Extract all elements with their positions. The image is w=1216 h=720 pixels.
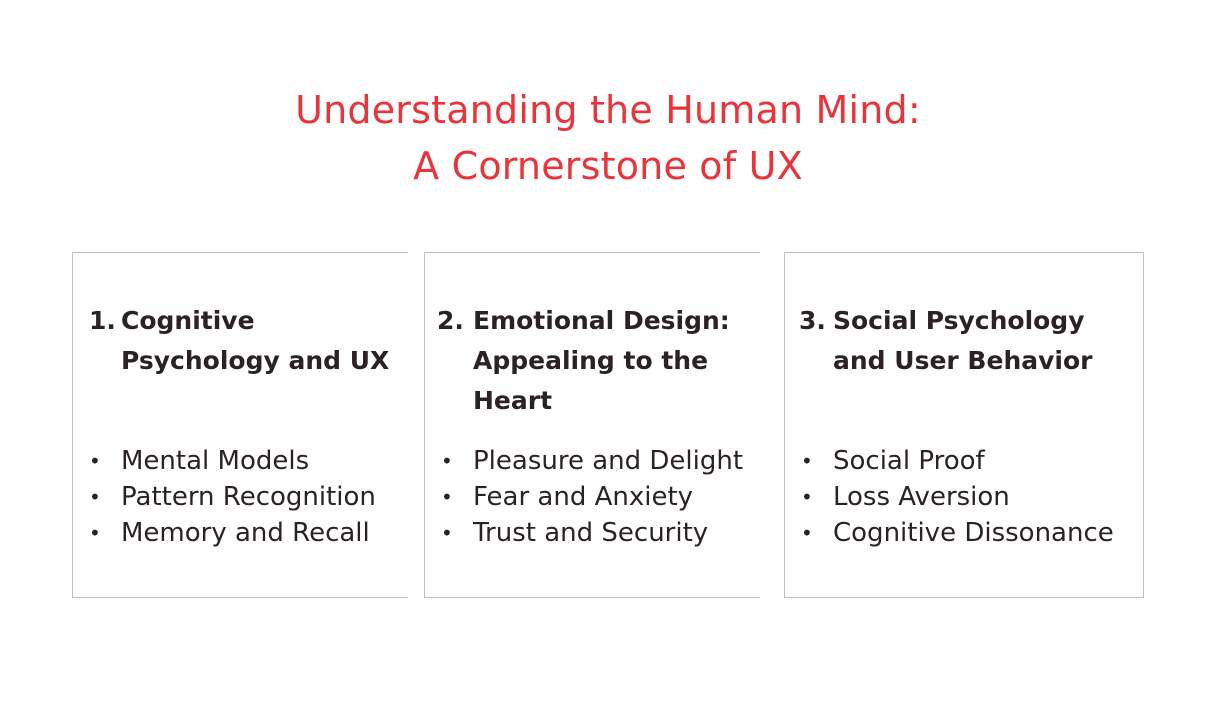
bullet-icon: • (441, 521, 453, 545)
bullet-icon: • (801, 485, 813, 509)
bullet-icon: • (89, 485, 101, 509)
card-list: •Social Proof •Loss Aversion •Cognitive … (801, 443, 1114, 551)
title-line-1: Understanding the Human Mind: (295, 88, 921, 132)
list-item: •Fear and Anxiety (441, 479, 743, 515)
bullet-icon: • (89, 449, 101, 473)
card-list: •Pleasure and Delight •Fear and Anxiety … (441, 443, 743, 551)
card-social-psychology: 3. Social Psychology and User Behavior •… (784, 252, 1144, 598)
list-item: •Mental Models (89, 443, 376, 479)
title-line-2: A Cornerstone of UX (413, 144, 803, 188)
card-heading: Social Psychology and User Behavior (833, 306, 1093, 375)
bullet-icon: • (441, 485, 453, 509)
card-number: 2. (437, 306, 464, 335)
bullet-icon: • (89, 521, 101, 545)
bullet-icon: • (801, 449, 813, 473)
list-item: •Memory and Recall (89, 515, 376, 551)
list-item: •Social Proof (801, 443, 1114, 479)
list-item: •Loss Aversion (801, 479, 1114, 515)
card-emotional-design: 2. Emotional Design: Appealing to the He… (424, 252, 760, 598)
list-item: •Trust and Security (441, 515, 743, 551)
page-title: Understanding the Human Mind: A Cornerst… (0, 82, 1216, 194)
card-list: •Mental Models •Pattern Recognition •Mem… (89, 443, 376, 551)
bullet-icon: • (801, 521, 813, 545)
card-number: 1. (89, 306, 116, 335)
card-heading: Cognitive Psychology and UX (121, 306, 390, 375)
list-item: •Pleasure and Delight (441, 443, 743, 479)
list-item: •Pattern Recognition (89, 479, 376, 515)
list-item: •Cognitive Dissonance (801, 515, 1114, 551)
card-heading: Emotional Design: Appealing to the Heart (473, 306, 730, 415)
bullet-icon: • (441, 449, 453, 473)
card-number: 3. (799, 306, 826, 335)
card-cognitive-psychology: 1. Cognitive Psychology and UX •Mental M… (72, 252, 408, 598)
